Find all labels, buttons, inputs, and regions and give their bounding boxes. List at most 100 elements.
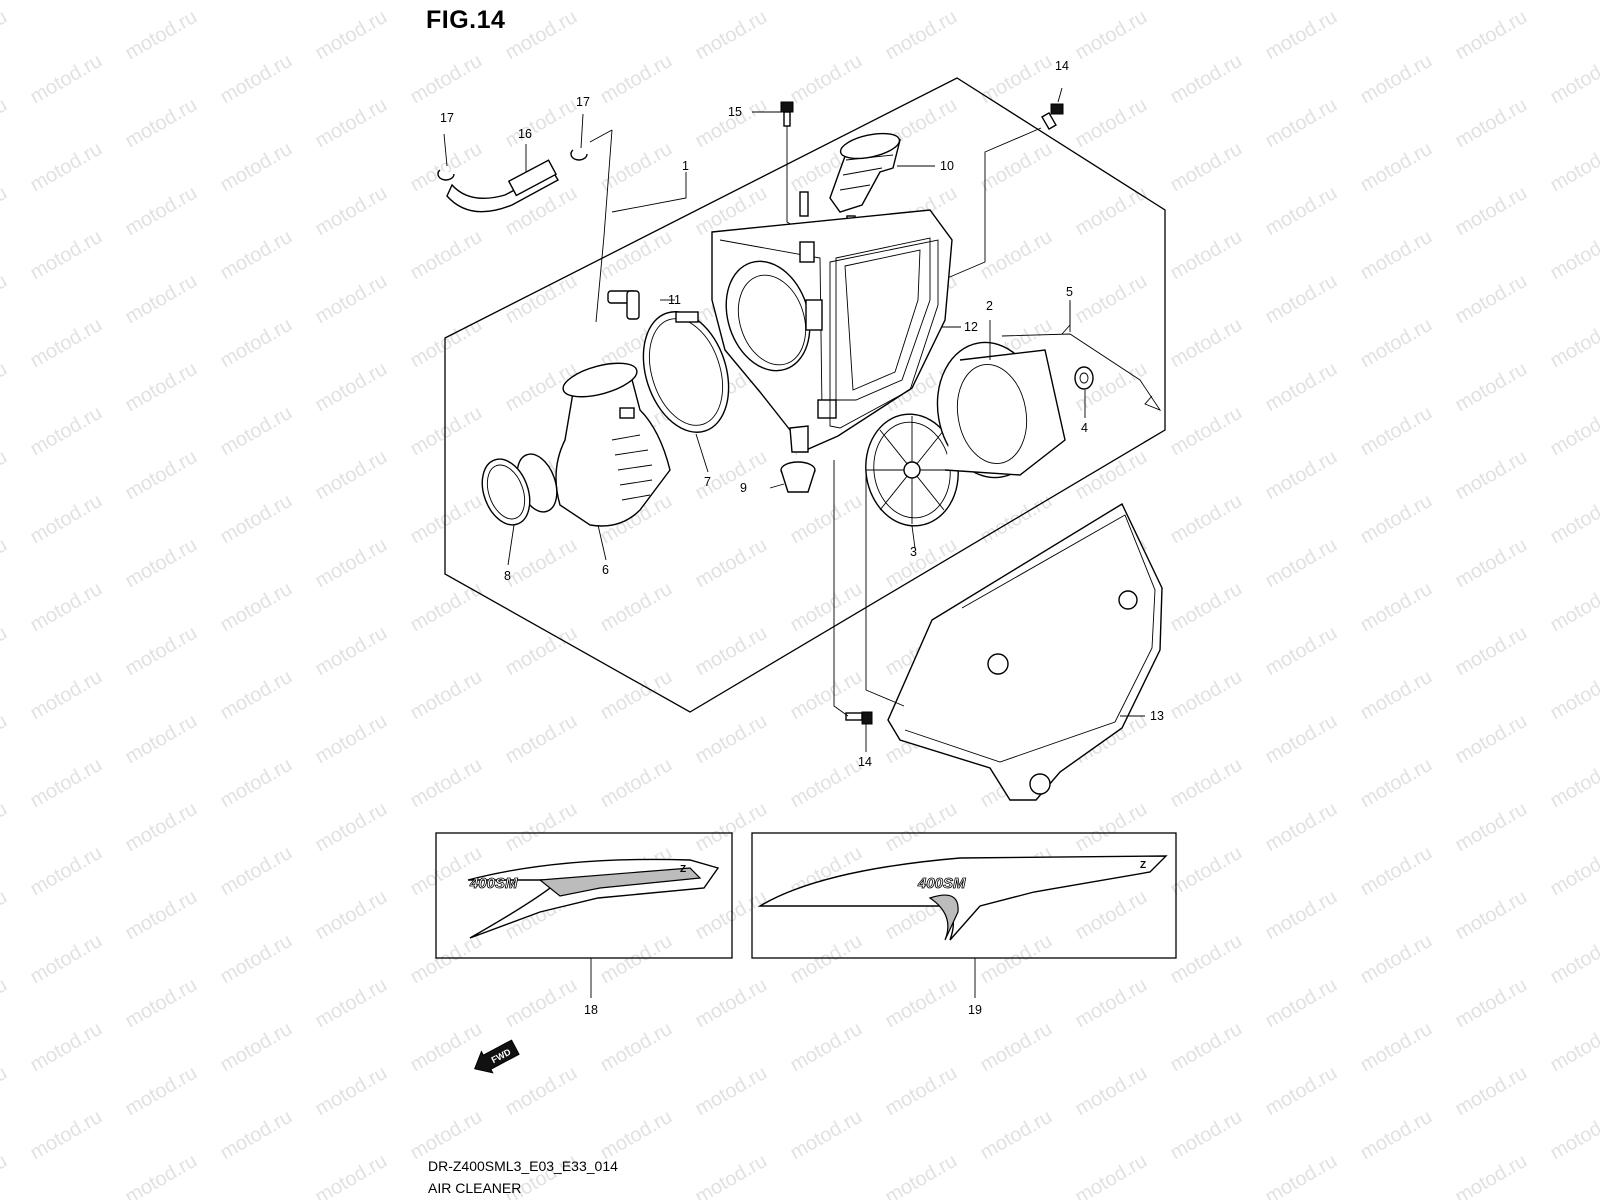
watermark-text: motod.ru (122, 622, 201, 681)
decal-right-19: 400SM Z (751, 832, 1177, 998)
watermark-text: motod.ru (1547, 490, 1600, 549)
watermark-text: motod.ru (1357, 930, 1436, 989)
watermark-text: motod.ru (1547, 138, 1600, 197)
watermark-text: motod.ru (1452, 358, 1531, 417)
watermark-text: motod.ru (27, 490, 106, 549)
watermark-text: motod.ru (407, 1018, 486, 1077)
callout-7: 7 (704, 475, 711, 489)
joint-11 (607, 290, 640, 320)
watermark-text: motod.ru (1167, 50, 1246, 109)
watermark-text: motod.ru (1452, 446, 1531, 505)
callout-16: 16 (518, 127, 532, 141)
watermark-text: motod.ru (1547, 842, 1600, 901)
watermark-text: motod.ru (882, 6, 961, 65)
watermark-text: motod.ru (1262, 798, 1341, 857)
callout-labels: 1 2 3 4 5 6 7 8 9 10 11 12 13 14 14 15 1… (440, 59, 1164, 1017)
decal-right-model-text: 400SM (917, 875, 966, 892)
watermark-text: motod.ru (27, 842, 106, 901)
watermark-text: motod.ru (692, 6, 771, 65)
watermark-text: motod.ru (1262, 710, 1341, 769)
watermark-text: motod.ru (882, 798, 961, 857)
callout-18: 18 (584, 1003, 598, 1017)
watermark-text: motod.ru (1262, 974, 1341, 1033)
callout-4: 4 (1081, 421, 1088, 435)
watermark-text: motod.ru (312, 710, 391, 769)
watermark-text: motod.ru (597, 754, 676, 813)
watermark-text: motod.ru (1167, 138, 1246, 197)
watermark-text: motod.ru (122, 974, 201, 1033)
watermark-text: motod.ru (502, 270, 581, 329)
watermark-text: motod.ru (27, 1106, 106, 1165)
breather-hose-group (437, 129, 613, 323)
callout-14-top: 14 (1055, 59, 1069, 73)
watermark-text: motod.ru (122, 182, 201, 241)
watermark-text: motod.ru (217, 314, 296, 373)
watermark-text: motod.ru (1452, 270, 1531, 329)
watermark-text: motod.ru (1452, 974, 1531, 1033)
watermark-text: motod.ru (1547, 666, 1600, 725)
watermark-text: motod.ru (1547, 402, 1600, 461)
watermark-text: motod.ru (502, 6, 581, 65)
watermark-text: motod.ru (1357, 578, 1436, 637)
watermark-text: motod.ru (122, 798, 201, 857)
callout-6: 6 (602, 563, 609, 577)
drain-cap-9 (780, 461, 816, 493)
watermark-text: motod.ru (217, 50, 296, 109)
watermark-text: motod.ru (1357, 842, 1436, 901)
watermark-text: motod.ru (1167, 754, 1246, 813)
watermark-text: motod.ru (217, 490, 296, 549)
watermark-text: motod.ru (787, 50, 866, 109)
watermark-text: motod.ru (27, 138, 106, 197)
watermark-text: motod.ru (1452, 94, 1531, 153)
watermark-text: motod.ru (1357, 666, 1436, 725)
fwd-arrow-badge: FWD (474, 1039, 520, 1074)
callout-11: 11 (668, 293, 681, 307)
watermark-text: motod.ru (597, 1018, 676, 1077)
watermark-text: motod.ru (217, 138, 296, 197)
watermark-text: motod.ru (597, 1106, 676, 1165)
watermark-text: motod.ru (1357, 50, 1436, 109)
watermark-text: motod.ru (1072, 798, 1151, 857)
watermark-text: motod.ru (1452, 886, 1531, 945)
watermark-text: motod.ru (1357, 754, 1436, 813)
model-code: DR-Z400SML3_E03_E33_014 (428, 1158, 618, 1174)
callout-12: 12 (964, 320, 978, 334)
watermark-text: motod.ru (217, 402, 296, 461)
watermark-text: motod.ru (217, 754, 296, 813)
watermark-text: motod.ru (217, 226, 296, 285)
watermark-text: motod.ru (502, 1062, 581, 1121)
decal-right-brand-text: Z (1140, 860, 1146, 871)
watermark-text: motod.ru (1547, 754, 1600, 813)
watermark-text: motod.ru (977, 1194, 1056, 1200)
watermark-text: motod.ru (1167, 1194, 1246, 1200)
watermark-text: motod.ru (1167, 1106, 1246, 1165)
watermark-text: motod.ru (217, 1106, 296, 1165)
watermark-text: motod.ru (1547, 930, 1600, 989)
clamp-8 (481, 458, 531, 526)
watermark-text: motod.ru (692, 798, 771, 857)
watermark-text: motod.ru (1072, 974, 1151, 1033)
watermark-text: motod.ru (882, 1062, 961, 1121)
watermark-text: motod.ru (27, 1194, 106, 1200)
watermark-text: motod.ru (1072, 270, 1151, 329)
watermark-text: motod.ru (0, 270, 11, 329)
watermark-text: motod.ru (882, 534, 961, 593)
watermark-text: motod.ru (1167, 578, 1246, 637)
callout-13: 13 (1150, 709, 1164, 723)
watermark-text: motod.ru (502, 798, 581, 857)
watermark-text: motod.ru (597, 138, 676, 197)
watermark-text: motod.ru (312, 1150, 391, 1200)
watermark-text: motod.ru (1452, 1062, 1531, 1121)
watermark-text: motod.ru (597, 50, 676, 109)
watermark-text: motod.ru (122, 94, 201, 153)
assembly-boundary (444, 77, 1166, 713)
watermark-text: motod.ru (1357, 402, 1436, 461)
watermark-text: motod.ru (312, 446, 391, 505)
watermark-text: motod.ru (27, 754, 106, 813)
watermark-text: motod.ru (122, 886, 201, 945)
decal-left-model-text: 400SM (469, 875, 518, 892)
watermark-text: motod.ru (1262, 182, 1341, 241)
watermark-text: motod.ru (122, 6, 201, 65)
watermark-text: motod.ru (407, 138, 486, 197)
watermark-text: motod.ru (692, 974, 771, 1033)
